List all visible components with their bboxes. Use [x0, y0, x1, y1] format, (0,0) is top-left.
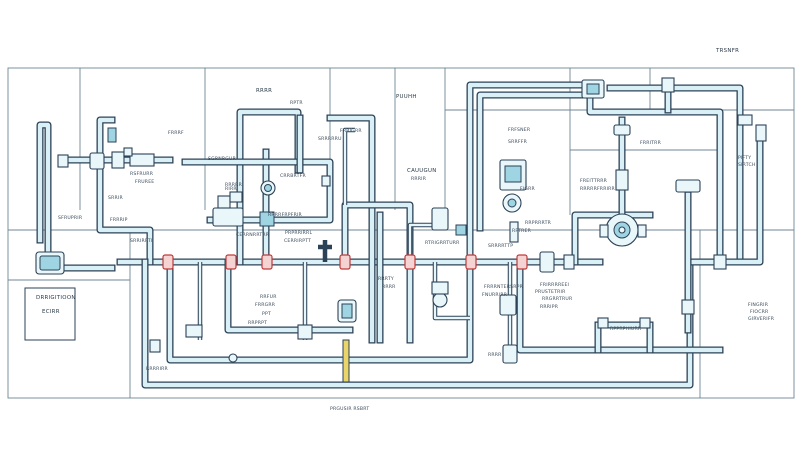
small-label: FRRITRR [640, 140, 662, 146]
small-label: FIGRR [520, 186, 536, 192]
label-valve: CAUUGUN [407, 168, 437, 174]
small-label: FRRIGRR [340, 128, 362, 134]
small-label: FRRRF [168, 130, 184, 136]
small-label: SRRRRTTP [488, 243, 513, 249]
small-label: PPT [262, 311, 271, 317]
label-left-box-2: ECIRR [42, 309, 60, 315]
inline-devices [499, 251, 575, 364]
small-label: CERRNRRTRR [236, 232, 270, 238]
small-label: RTRIGRRTURR [425, 240, 460, 246]
small-label: SGRNRGUR [208, 156, 237, 162]
label-right-panel-3: GIRVERIFR [748, 316, 775, 322]
left-valve-group [57, 127, 155, 170]
label-right-box-1: FRFSNER [508, 127, 531, 133]
label-right-side-1: PIFTY [738, 155, 751, 161]
small-label: FRRGRR [255, 302, 276, 308]
label-valve-sub: RRRIR [411, 176, 427, 182]
small-label: PRPRRIRRL [285, 230, 312, 236]
small-label: RRRRFRPFRIR [268, 212, 303, 218]
small-label: FRRRIP [110, 217, 128, 223]
left-info-box [24, 287, 76, 341]
small-label: RRRRRFRRIRR [580, 186, 616, 192]
small-label: RPPRPHIURR [610, 326, 642, 332]
small-label: FRUREE [135, 179, 154, 185]
label-right-panel-1: FINGRIR [748, 302, 769, 308]
small-label: RSFRURR [130, 171, 154, 177]
small-label: RRRR [488, 352, 502, 358]
label-bottom-outlet: PRGUSIR RSBRT [330, 406, 369, 412]
small-label: RRPRRRTR [525, 220, 552, 226]
small-label: RRPRPT [248, 320, 267, 326]
drawing-frame [7, 67, 795, 399]
label-right-side-2: SIRTCH [738, 162, 756, 168]
small-label: RRRIPR [540, 304, 559, 310]
small-label: RIRR [225, 186, 237, 192]
small-label: FNURRIRR [482, 292, 508, 298]
bottom-fittings [149, 317, 651, 363]
pump [599, 124, 647, 247]
small-label: RRRR [382, 284, 396, 290]
small-label: RRRRR [225, 182, 243, 188]
label-top-right-corner: TRSNFR [715, 48, 739, 54]
label-right-panel-2: FIOCRR [750, 309, 769, 315]
small-label: RRRRIRR [146, 366, 169, 372]
small-label: RRFUR [260, 294, 277, 300]
label-left-box-1: DRRIGITIOON [36, 295, 76, 301]
small-label: FREITTRRR [580, 178, 608, 184]
small-label: SRRIR [108, 195, 123, 201]
small-label: RRGRRTRUR [542, 296, 573, 302]
small-label: RRRTY [378, 276, 394, 282]
center-gauge-group [212, 175, 331, 227]
center-valve [337, 299, 357, 383]
gauge-panel [499, 159, 527, 243]
small-label: SRRRRRU [318, 136, 342, 142]
small-label: RFTRER [512, 228, 532, 234]
left-tank [35, 251, 65, 275]
diagram-labels: TRSNFR RRRR PUUHH DRRIGITIOON ECIRR CAUU… [36, 48, 775, 412]
small-label: CRRBRTFR [280, 173, 306, 179]
control-valve [431, 207, 467, 308]
small-label: PRUSTETRIR [535, 289, 566, 295]
small-label: RPTR [290, 100, 303, 106]
top-right-devices [581, 77, 767, 315]
header-flanges [162, 254, 528, 270]
small-label: CERRIRPTT [284, 238, 311, 244]
label-upper-center: PUUHH [396, 94, 417, 100]
small-label: SRRIRRTI [130, 238, 152, 244]
small-label: FRIRRRREEI [540, 282, 569, 288]
small-label: FRRRNTERSRPR [484, 284, 524, 290]
label-right-box-2: SRRFFR [508, 139, 528, 145]
pipe-network [36, 81, 764, 389]
small-label: SFRUPRIR [58, 215, 83, 221]
label-top-center: RRRR [256, 88, 272, 94]
